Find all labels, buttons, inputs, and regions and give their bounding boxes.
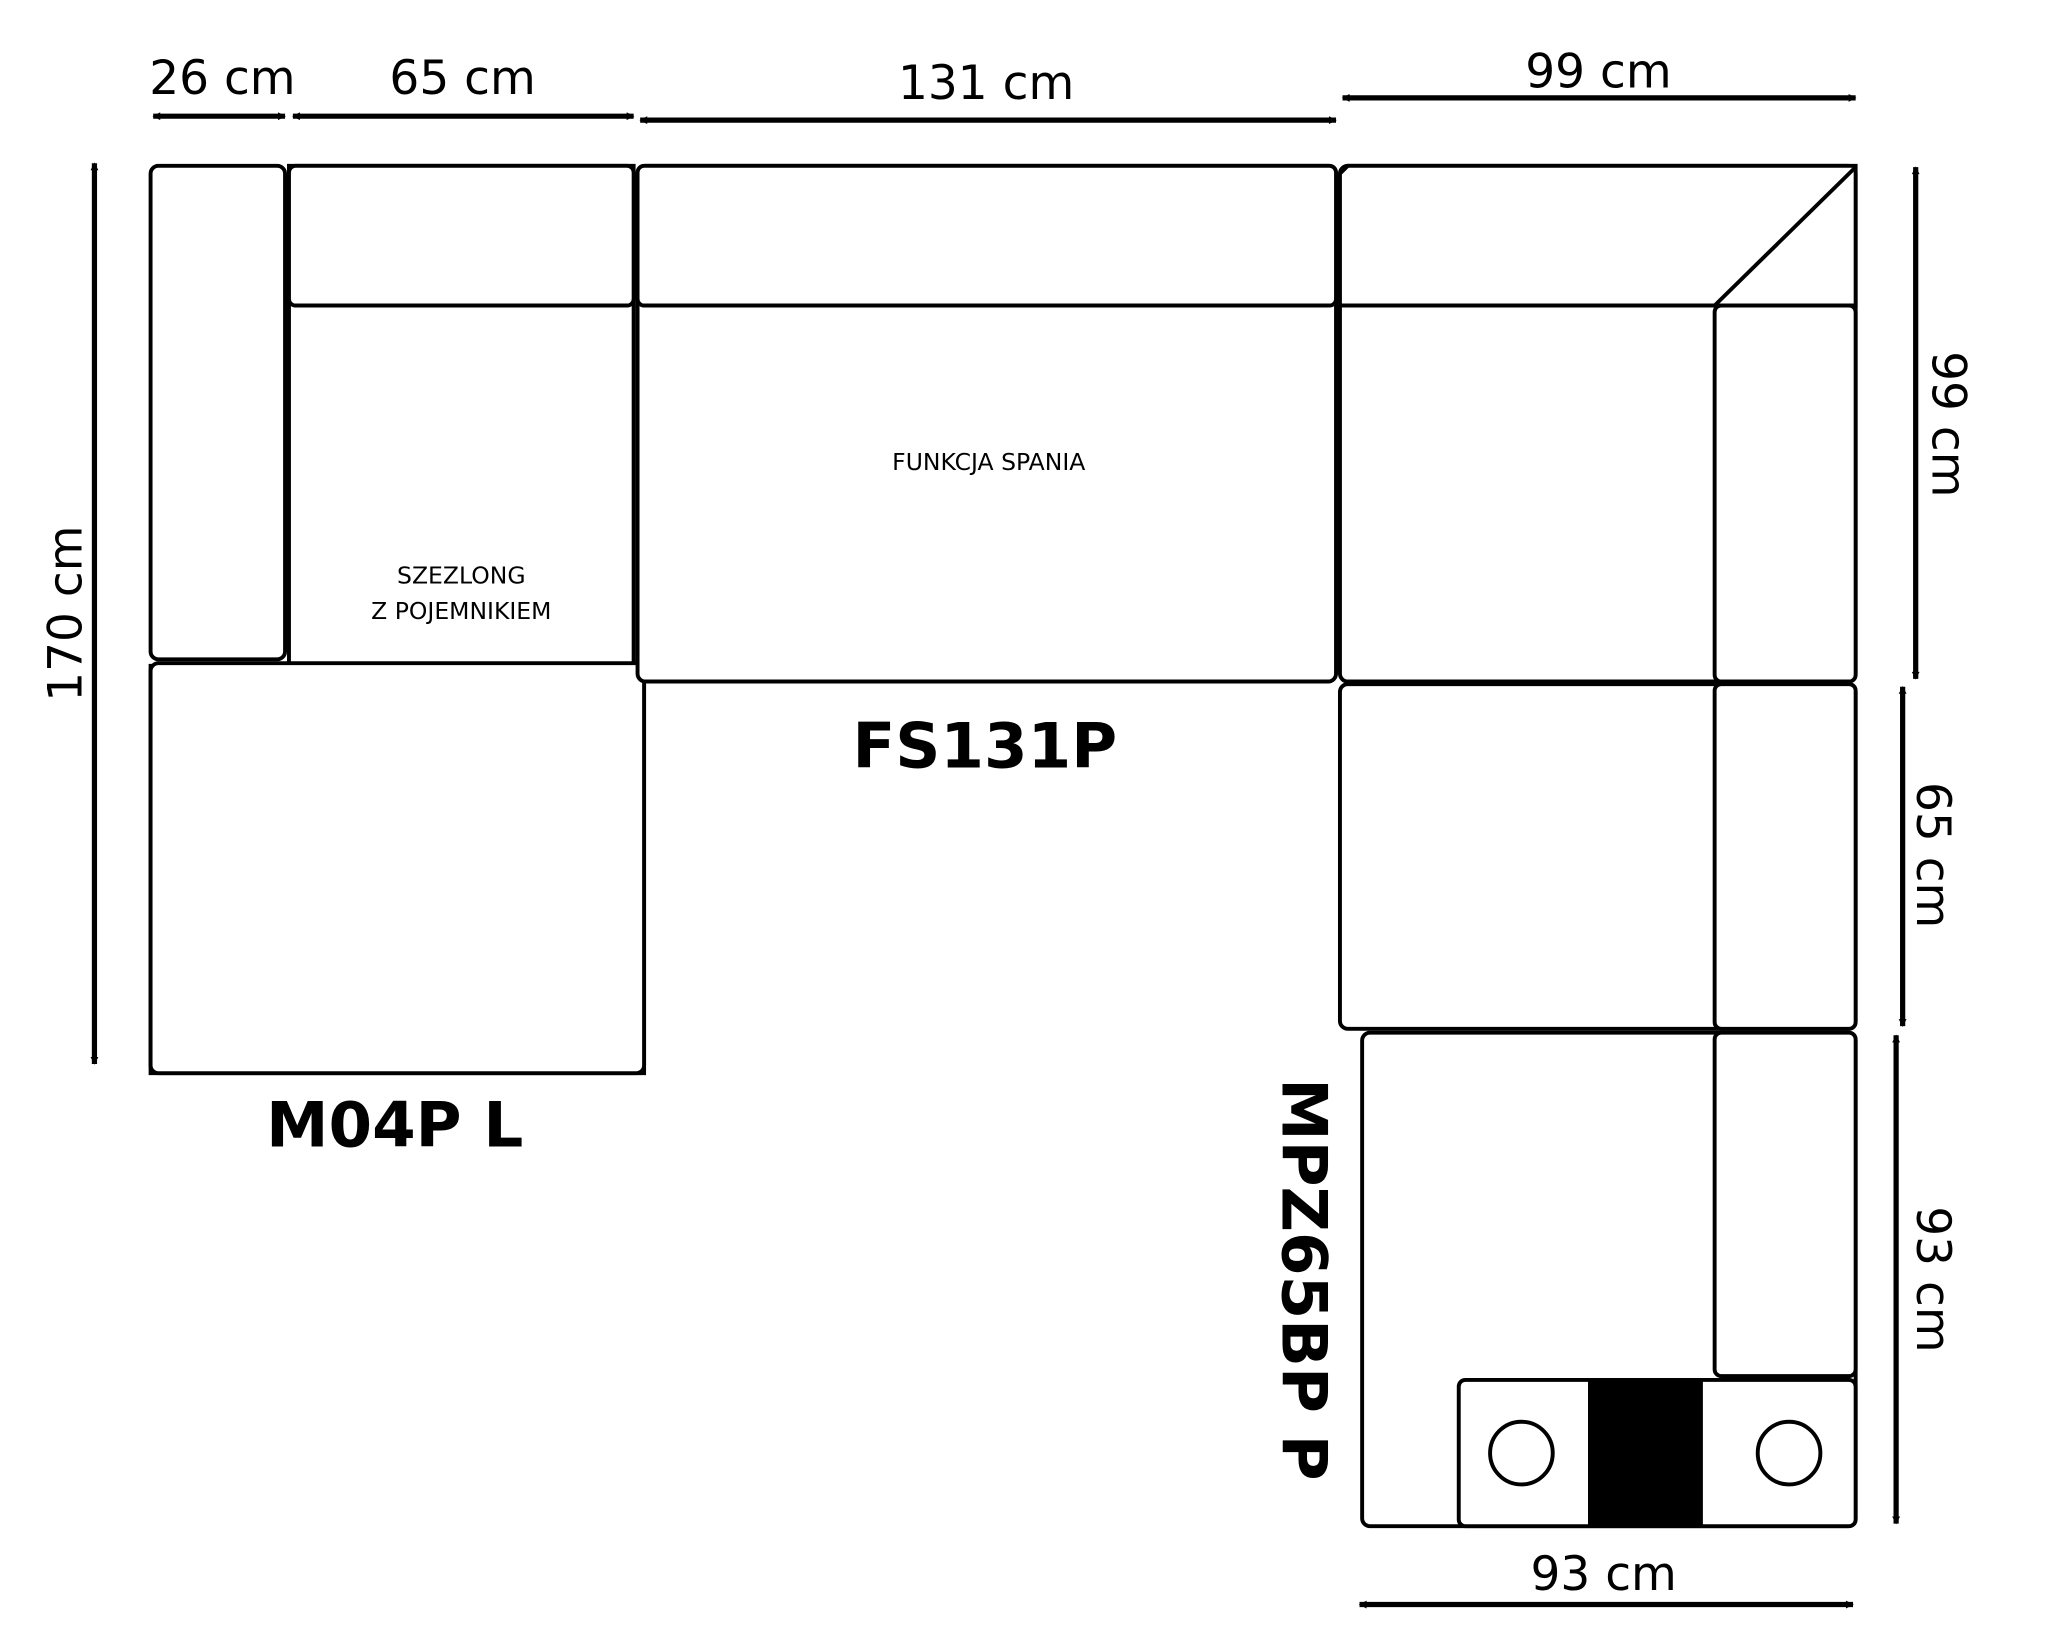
sleeper-note: FUNKCJA SPANIA <box>892 448 1085 476</box>
module-chaise: SZEZLONG Z POJEMNIKIEM M04P L <box>148 163 647 1161</box>
dimension-lines <box>90 94 1920 1609</box>
dim-label-sleeper: 131 cm <box>898 56 1074 111</box>
dim-label-height: 170 cm <box>38 525 93 701</box>
corner-diagonal <box>1713 165 1858 307</box>
dim-label-right-middle: 65 cm <box>1905 782 1960 928</box>
end-back <box>1712 1030 1858 1379</box>
dim-label-chaise: 65 cm <box>389 51 535 106</box>
sleeper-backrest <box>635 163 1338 308</box>
module-middle <box>1337 682 1858 1031</box>
cup-holder-icon <box>1755 1419 1823 1487</box>
module-end: MPZ65BP P <box>1268 1030 1858 1529</box>
dim-label-corner: 99 cm <box>1525 44 1671 99</box>
middle-back <box>1712 682 1858 1031</box>
dimension-labels: 26 cm 65 cm 131 cm 99 cm 170 cm 99 cm 65… <box>38 44 1975 1602</box>
chaise-note-line1: SZEZLONG <box>397 562 526 590</box>
dim-label-bottom: 93 cm <box>1530 1547 1676 1602</box>
chaise-backrest <box>287 163 636 308</box>
module-corner <box>1337 163 1858 684</box>
console-black-panel <box>1588 1379 1703 1527</box>
sleeper-model-label: FS131P <box>853 710 1118 783</box>
dim-label-right-corner: 99 cm <box>1921 351 1976 497</box>
cup-holder-icon <box>1488 1419 1555 1487</box>
corner-back <box>1337 163 1858 308</box>
armrest <box>148 163 288 662</box>
dim-label-right-bottom: 93 cm <box>1905 1206 1960 1352</box>
chaise-note-line2: Z POJEMNIKIEM <box>371 597 551 625</box>
chaise-model-label: M04P L <box>266 1088 523 1161</box>
end-model-label: MPZ65BP P <box>1268 1078 1341 1480</box>
dim-label-armrest: 26 cm <box>149 51 295 106</box>
module-sleeper: FUNKCJA SPANIA FS131P <box>635 163 1338 783</box>
corner-side-back <box>1712 303 1858 684</box>
chaise-extension <box>148 661 647 1076</box>
